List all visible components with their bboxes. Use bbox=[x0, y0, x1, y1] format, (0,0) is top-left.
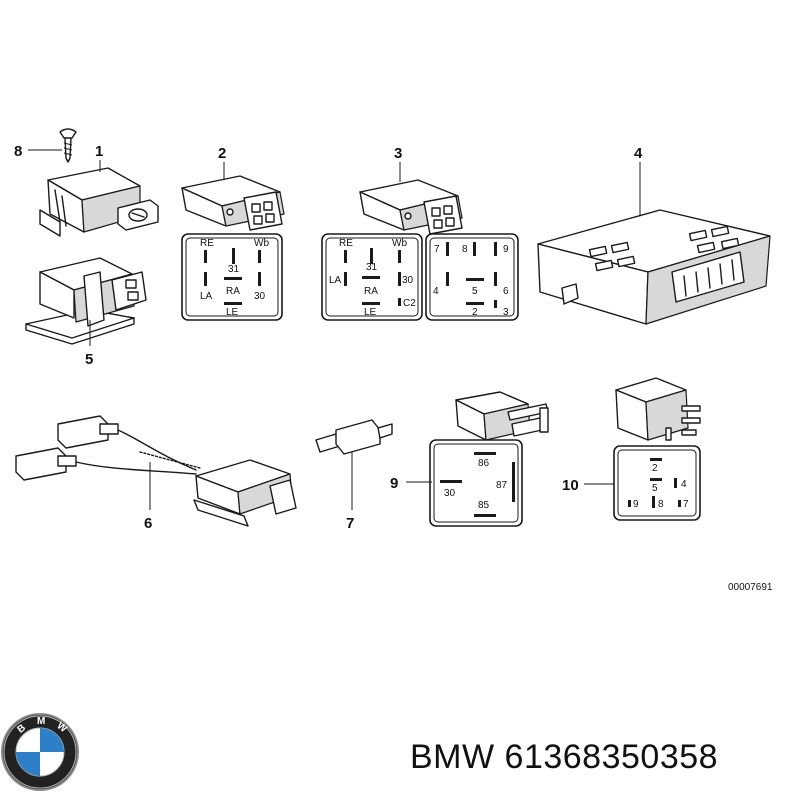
relay-3-pin-le: LE bbox=[364, 307, 377, 318]
part-4-control-module bbox=[537, 209, 771, 325]
relay-3-pin-ra: RA bbox=[364, 286, 378, 297]
relay-3-pin-2: 2 bbox=[472, 307, 478, 318]
callout-5: 5 bbox=[85, 351, 93, 368]
relay-10-pin-5: 5 bbox=[652, 483, 658, 494]
relay-2-pin-wb: Wb bbox=[254, 238, 269, 249]
callout-10: 10 bbox=[562, 477, 579, 494]
svg-text:M: M bbox=[37, 716, 45, 727]
relay-9-pin-87: 87 bbox=[496, 480, 508, 491]
relay-3-pin-6: 6 bbox=[503, 286, 509, 297]
callout-2: 2 bbox=[218, 145, 226, 162]
callout-9: 9 bbox=[390, 475, 398, 492]
relay-9-pin-diagram: 86 87 30 85 bbox=[429, 439, 523, 527]
callout-1: 1 bbox=[95, 143, 103, 160]
relay-9-pin-85: 85 bbox=[478, 500, 490, 511]
relay-2-pin-diagram: RE Wb 31 LA RA 30 LE bbox=[181, 233, 283, 321]
relay-3-pin-31: 31 bbox=[366, 262, 378, 273]
part-3-relay bbox=[359, 179, 463, 235]
part-10-relay bbox=[615, 377, 701, 441]
relay-10-pin-diagram: 2 5 4 9 8 7 bbox=[613, 445, 701, 521]
relay-3-pin-8: 8 bbox=[462, 244, 468, 255]
relay-3-pin-7: 7 bbox=[434, 244, 440, 255]
relay-10-pin-7: 7 bbox=[683, 499, 689, 510]
relay-3-pin-9: 9 bbox=[503, 244, 509, 255]
relay-9-pin-86: 86 bbox=[478, 458, 490, 469]
relay-3-pin-3: 3 bbox=[503, 307, 509, 318]
callout-3: 3 bbox=[394, 145, 402, 162]
relay-10-pin-2: 2 bbox=[652, 463, 658, 474]
part-number: 61368350358 bbox=[504, 738, 719, 776]
callout-4: 4 bbox=[634, 145, 643, 162]
brand-name: BMW bbox=[410, 738, 495, 776]
relay-3-pin-diagram-right: 7 8 9 4 5 6 2 3 bbox=[425, 233, 519, 321]
diagram-reference-number: 00007691 bbox=[728, 582, 773, 593]
part-8-screw bbox=[28, 128, 77, 163]
relay-2-pin-31: 31 bbox=[228, 264, 240, 275]
callout-6: 6 bbox=[144, 515, 152, 532]
part-9-relay bbox=[455, 391, 549, 441]
relay-2-pin-ra: RA bbox=[226, 286, 240, 297]
relay-2-pin-la: LA bbox=[200, 291, 213, 302]
relay-3-pin-la: LA bbox=[329, 275, 342, 286]
part-6-wiring-harness bbox=[15, 415, 297, 527]
part-5-relay bbox=[25, 257, 147, 345]
relay-2-pin-re: RE bbox=[200, 238, 214, 249]
relay-3-pin-5: 5 bbox=[472, 286, 478, 297]
relay-3-pin-re: RE bbox=[339, 238, 353, 249]
relay-3-pin-4: 4 bbox=[433, 286, 439, 297]
relay-9-pin-30: 30 bbox=[444, 488, 456, 499]
bmw-logo: B M W bbox=[1, 713, 79, 791]
part-1-relay bbox=[39, 167, 159, 237]
relay-3-pin-30: 30 bbox=[402, 275, 414, 286]
relay-2-pin-30: 30 bbox=[254, 291, 266, 302]
relay-10-pin-4: 4 bbox=[681, 479, 687, 490]
relay-10-pin-9: 9 bbox=[633, 499, 639, 510]
callout-7: 7 bbox=[346, 515, 354, 532]
part-2-relay bbox=[181, 175, 285, 231]
relay-2-pin-le: LE bbox=[226, 307, 239, 318]
part-7-connector bbox=[315, 419, 393, 455]
callout-8: 8 bbox=[14, 143, 22, 160]
relay-3-pin-c2: C2 bbox=[403, 298, 416, 309]
brand-part-number: BMW 61368350358 bbox=[410, 738, 718, 777]
relay-3-pin-diagram-left: RE Wb 31 LA 30 RA C2 LE bbox=[321, 233, 423, 321]
relay-3-pin-wb: Wb bbox=[392, 238, 407, 249]
relay-10-pin-8: 8 bbox=[658, 499, 664, 510]
